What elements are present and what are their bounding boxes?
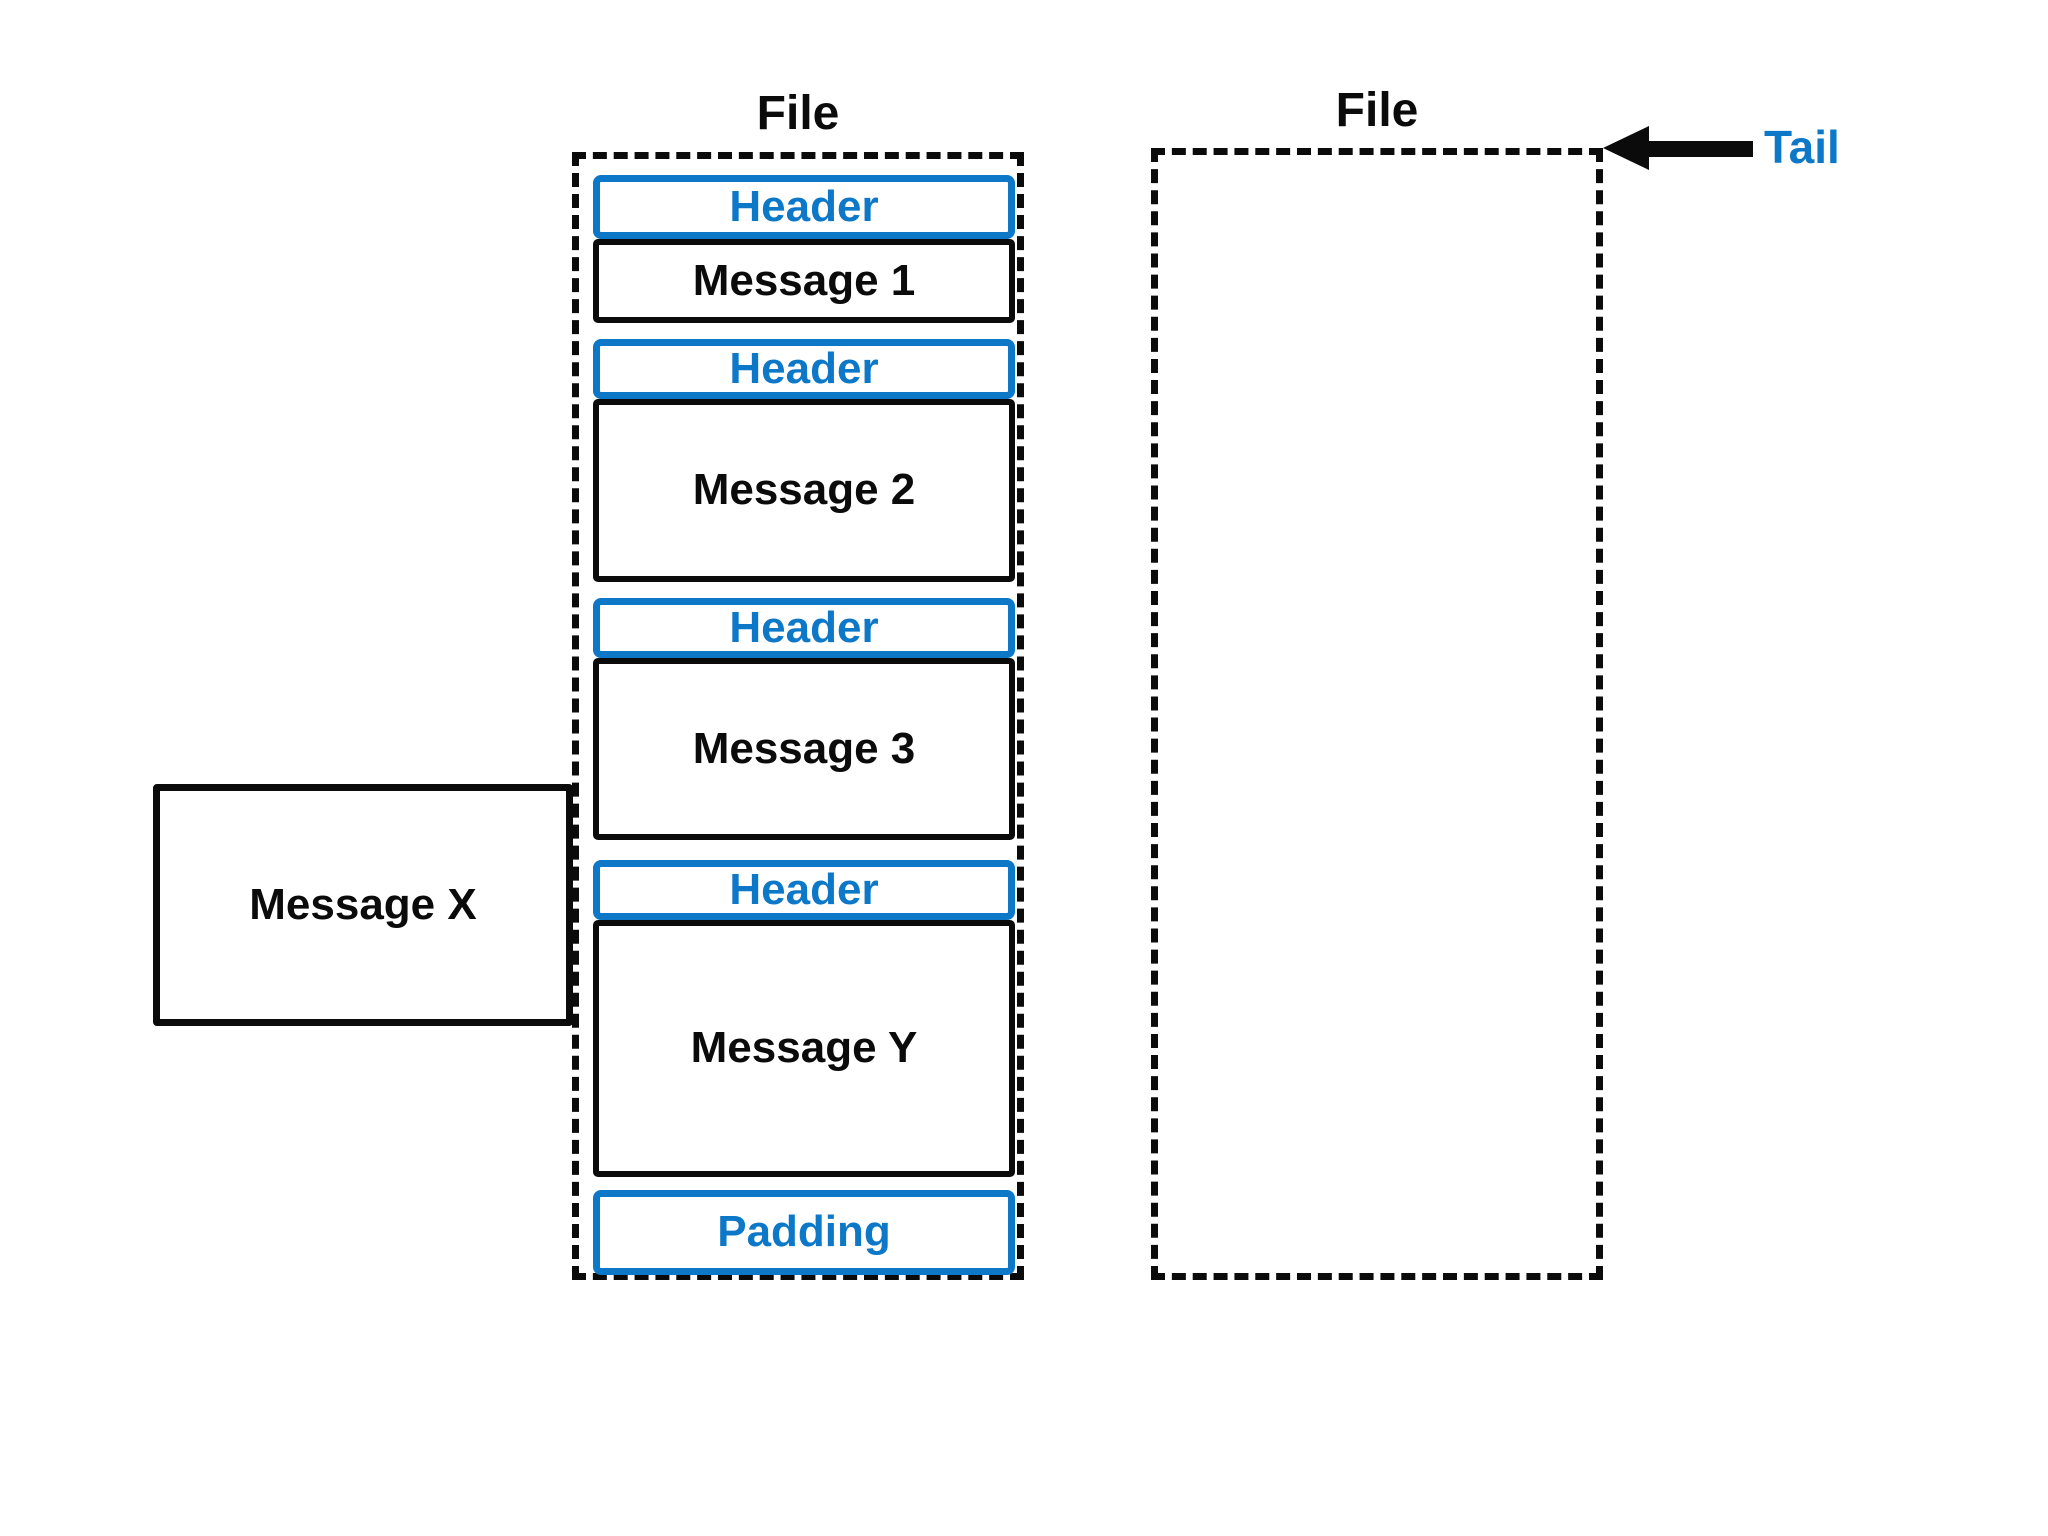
padding-box: Padding: [593, 1190, 1015, 1275]
header-box-1: Header: [593, 175, 1015, 239]
padding-label: Padding: [717, 1207, 891, 1257]
tail-label: Tail: [1764, 121, 1840, 173]
header-box-3: Header: [593, 598, 1015, 658]
header-box-2: Header: [593, 339, 1015, 399]
header-box-4: Header: [593, 860, 1015, 920]
header-label-2: Header: [729, 343, 879, 393]
message-box-3: Message 3: [593, 658, 1015, 840]
message-label-2: Message 2: [692, 465, 916, 515]
message-box-2: Message 2: [593, 399, 1015, 582]
tail-arrow-shaft: [1645, 141, 1753, 157]
message-label-3: Message 3: [692, 723, 916, 773]
message-x-box: Message X: [153, 784, 573, 1026]
tail-arrow-head: [1603, 126, 1649, 170]
header-label-4: Header: [729, 864, 879, 914]
header-label-1: Header: [729, 181, 879, 231]
message-box-y: Message Y: [593, 920, 1015, 1177]
file-title-right: File: [1335, 84, 1419, 137]
file-container-empty: [1151, 148, 1603, 1280]
message-label-y: Message Y: [690, 1023, 918, 1073]
header-label-3: Header: [729, 602, 879, 652]
file-title-middle: File: [756, 87, 840, 140]
file-container-filled: Header Message 1 Header Message 2 Header…: [572, 152, 1024, 1280]
message-x-label: Message X: [249, 880, 477, 929]
message-label-1: Message 1: [692, 255, 916, 305]
message-box-1: Message 1: [593, 239, 1015, 323]
